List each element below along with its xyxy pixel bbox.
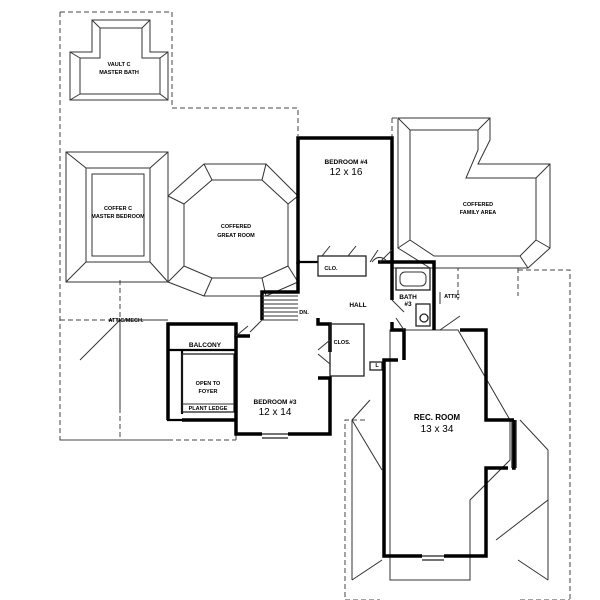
coffered-family-area: COFFERED FAMILY AREA [397,117,551,269]
dn-label: DN. [299,310,309,316]
bedroom-4: BEDROOM #4 12 x 16 CLO. [296,136,394,277]
attic-mech-label: ATTIC/MECH. [108,318,144,324]
balcony-label: BALCONY [189,342,222,349]
open-to-foyer-label-1: OPEN TO [196,381,221,387]
coffered-great-room-label-1: COFFERED [221,224,251,230]
rec-room-name: REC. ROOM [414,413,461,422]
coffered-great-room-label-2: GREAT ROOM [217,233,255,239]
coffer-master-bedroom-label-1: COFFER C [104,206,132,212]
bedroom-3-dim: 12 x 14 [259,407,292,418]
clos-bed3-label: CLOS. [334,340,351,346]
bath-3-label-2: #3 [404,301,412,308]
bedroom-4-dim: 12 x 16 [330,167,363,178]
door-swings [235,256,405,337]
vault-master-bath-label-1: VAULT C [107,62,130,68]
plant-ledge-label: PLANT LEDGE [189,406,228,412]
balcony-area: BALCONY OPEN TO FOYER PLANT LEDGE [166,322,250,422]
coffered-family-label-1: COFFERED [463,202,493,208]
rec-room-roof-hips [351,329,549,581]
coffer-master-bedroom: COFFER C MASTER BEDROOM [65,151,169,283]
bedroom-3: CLOS. BEDROOM #3 12 x 14 L [234,318,383,439]
bath-3: BATH #3 ATTIC [390,260,460,330]
vault-master-bath-label-2: MASTER BATH [99,70,139,76]
coffer-master-bedroom-label-2: MASTER BEDROOM [91,214,145,220]
bath-3-label-1: BATH [399,294,417,301]
hall-area: DN. HALL [249,262,367,333]
vault-master-bath: VAULT C MASTER BATH [69,19,169,101]
attic-right-label: ATTIC [444,294,460,300]
l-label: L [375,363,379,369]
rec-room: REC. ROOM 13 x 34 [382,315,517,561]
clo-bed4-label: CLO. [324,266,338,272]
rec-room-dim: 13 x 34 [421,424,454,435]
left-roof-lines [79,319,168,410]
open-to-foyer-label-2: FOYER [199,389,218,395]
bedroom-4-name: BEDROOM #4 [325,159,368,166]
bedroom-3-name: BEDROOM #3 [254,399,297,406]
coffered-family-label-2: FAMILY AREA [460,210,496,216]
coffered-great-room: COFFERED GREAT ROOM [167,163,299,297]
hall-label: HALL [349,302,366,309]
